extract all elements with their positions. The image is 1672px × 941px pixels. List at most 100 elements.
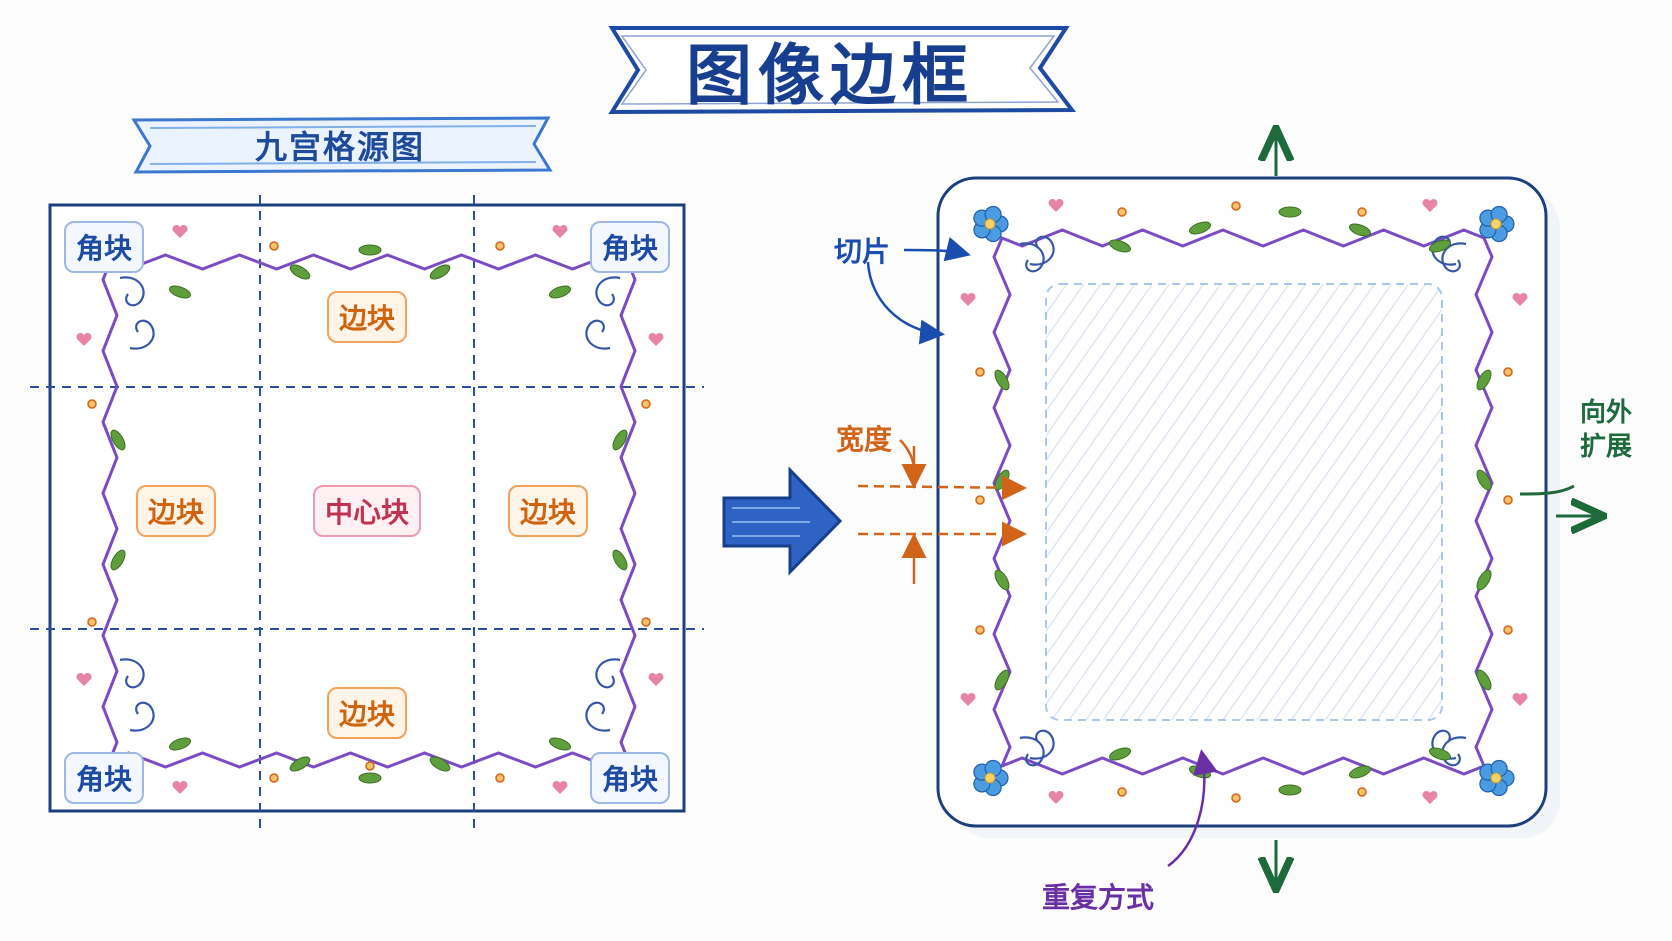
edge-tile-label-left: 边块 bbox=[136, 485, 217, 537]
subtitle-ribbon bbox=[131, 116, 553, 174]
heart-icon bbox=[172, 224, 188, 238]
bead-dot bbox=[1357, 207, 1367, 217]
flower-icon bbox=[973, 759, 1009, 797]
leaf-icon bbox=[1476, 569, 1492, 591]
leaf-icon bbox=[1476, 369, 1492, 391]
edge-tile-label-bottom: 边块 bbox=[327, 687, 408, 739]
leaf-icon bbox=[358, 772, 382, 784]
bead-dot bbox=[1117, 207, 1127, 217]
slice-pointers bbox=[866, 237, 971, 345]
leaf-icon bbox=[289, 264, 311, 280]
leaf-icon bbox=[429, 264, 451, 280]
heart-icon bbox=[1512, 292, 1528, 306]
swirl-flourish bbox=[585, 319, 611, 350]
swirl-flourish bbox=[595, 276, 621, 307]
leaf-icon bbox=[1349, 223, 1371, 237]
bead-dot bbox=[1117, 787, 1127, 797]
flower-center bbox=[984, 218, 996, 230]
swirl-flourish bbox=[119, 658, 145, 689]
swirl-flourish bbox=[1019, 736, 1045, 767]
flower-center bbox=[1490, 218, 1502, 230]
bead-dot bbox=[1357, 787, 1367, 797]
leaf-icon bbox=[289, 756, 311, 772]
leaf-icon bbox=[549, 285, 571, 299]
slice-guide-lines bbox=[30, 195, 704, 835]
leaf-icon bbox=[1476, 669, 1492, 691]
width-label: 宽度 bbox=[836, 423, 893, 456]
bead-dot bbox=[641, 399, 651, 409]
bead-dot bbox=[1231, 201, 1241, 211]
corner-tile-label-top-right: 角块 bbox=[590, 221, 671, 273]
width-annotation bbox=[857, 439, 1027, 584]
leaf-icon bbox=[1189, 221, 1211, 235]
bead-dot bbox=[495, 241, 505, 251]
bead-dot bbox=[1503, 625, 1513, 635]
bead-dot bbox=[269, 241, 279, 251]
swirl-flourish bbox=[585, 701, 611, 732]
repeat-pointer bbox=[1167, 749, 1218, 868]
bead-dot bbox=[1231, 793, 1241, 803]
leaf-icon bbox=[1109, 239, 1131, 253]
leaf-icon bbox=[612, 429, 628, 451]
bead-dot bbox=[975, 495, 985, 505]
heart-icon bbox=[1512, 692, 1528, 706]
leaf-icon bbox=[1476, 469, 1492, 491]
result-decorations bbox=[960, 198, 1528, 804]
bead-dot bbox=[365, 761, 375, 771]
outset-label-line1: 向外 bbox=[1580, 398, 1633, 428]
swirl-flourish bbox=[1441, 736, 1467, 767]
swirl-flourish bbox=[1029, 729, 1055, 760]
flower-icon bbox=[973, 205, 1009, 243]
leaf-icon bbox=[429, 756, 451, 772]
leaf-icon bbox=[1429, 747, 1451, 761]
heart-icon bbox=[552, 780, 568, 794]
bead-dot bbox=[87, 399, 97, 409]
leaf-icon bbox=[994, 669, 1010, 691]
content-area bbox=[1045, 283, 1443, 721]
heart-icon bbox=[76, 672, 92, 686]
heart-icon bbox=[76, 332, 92, 346]
page-title: 图像边框 bbox=[686, 37, 974, 114]
heart-icon bbox=[648, 332, 664, 346]
flower-center bbox=[984, 772, 996, 784]
swirl-flourish bbox=[595, 658, 621, 689]
leaf-icon bbox=[358, 244, 382, 256]
swirl-flourish bbox=[129, 319, 155, 350]
bead-dot bbox=[269, 773, 279, 783]
swirl-flourish bbox=[1441, 242, 1467, 273]
bead-dot bbox=[87, 617, 97, 627]
swirl-flourish bbox=[119, 276, 145, 307]
leaf-icon bbox=[169, 737, 191, 751]
outset-pointer bbox=[1519, 484, 1575, 496]
bead-dot bbox=[975, 367, 985, 377]
corner-tile-label-bottom-right: 角块 bbox=[590, 752, 671, 804]
leaf-icon bbox=[549, 737, 571, 751]
bead-dot bbox=[1503, 495, 1513, 505]
edge-tile-label-right: 边块 bbox=[508, 485, 589, 537]
bead-dot bbox=[495, 773, 505, 783]
big-arrow-right-icon bbox=[722, 466, 843, 576]
flower-center bbox=[1490, 772, 1502, 784]
leaf-icon bbox=[169, 285, 191, 299]
heart-icon bbox=[1422, 790, 1438, 804]
corner-tile-label-bottom-left: 角块 bbox=[64, 752, 145, 804]
heart-icon bbox=[1048, 790, 1064, 804]
swirl-flourish bbox=[129, 701, 155, 732]
bead-dot bbox=[975, 625, 985, 635]
source-decorations bbox=[76, 224, 664, 794]
bead-dot bbox=[641, 617, 651, 627]
swirl-flourish bbox=[1029, 235, 1055, 266]
swirl-flourish bbox=[1019, 242, 1045, 273]
heart-icon bbox=[172, 780, 188, 794]
leaf-icon bbox=[1109, 747, 1131, 761]
leaf-icon bbox=[612, 549, 628, 571]
center-tile-label: 中心块 bbox=[313, 485, 422, 537]
corner-tile-label-top-left: 角块 bbox=[64, 221, 145, 273]
flower-icon bbox=[1479, 759, 1515, 797]
outset-label-line2: 扩展 bbox=[1580, 432, 1633, 462]
heart-icon bbox=[960, 692, 976, 706]
heart-icon bbox=[960, 292, 976, 306]
source-panel-title: 九宫格源图 bbox=[254, 128, 425, 166]
flower-icon bbox=[1479, 205, 1515, 243]
